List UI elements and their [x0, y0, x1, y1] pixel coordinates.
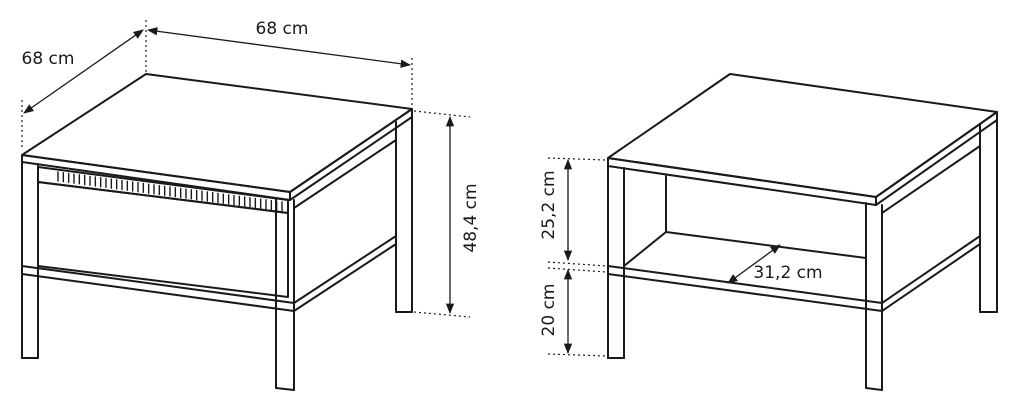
leg-height-label: 20 cm [539, 284, 559, 337]
left-front-right-leg-foot [275, 387, 295, 391]
shelf-height-extension-top [547, 157, 607, 161]
right-front-right-leg-foot [865, 387, 883, 391]
right-side-rail-bottom [881, 243, 981, 312]
left-side-rail-top [293, 235, 397, 304]
right-table-top-side-edge [875, 111, 998, 206]
left-table-top [21, 73, 413, 193]
nightstand-with-drawer [21, 73, 413, 391]
left-side-rail-bottom [293, 243, 397, 312]
leg-height-extension-bottom [547, 353, 607, 357]
left-side-top-rail [293, 139, 397, 209]
leg-height-extension-top [547, 267, 607, 273]
drawer-fluted-pattern [57, 171, 283, 212]
shelf-front-rail [607, 265, 883, 312]
right-table-top-front-edge [607, 157, 877, 206]
height-label: 48,4 cm [461, 183, 481, 252]
right-side-rail-top [881, 235, 981, 304]
shelf-height-label: 25,2 cm [539, 170, 559, 239]
shelf-depth-dimension-arrow [727, 244, 781, 284]
width-label: 68 cm [256, 19, 309, 39]
shelf-left-edge [623, 231, 667, 267]
nightstand-open-shelf [607, 73, 998, 391]
left-table-top-front-edge [21, 154, 291, 201]
shelf-depth-label: 31,2 cm [753, 263, 822, 283]
height-extension-line-bottom [413, 311, 471, 318]
height-extension-line-top [413, 110, 471, 118]
right-side-top-rail [881, 145, 981, 214]
width-dimension-arrow [146, 27, 412, 68]
left-bottom-rail [21, 265, 295, 312]
depth-label: 68 cm [22, 49, 75, 69]
drawer-top-band [37, 166, 289, 214]
left-table-top-side-edge [289, 108, 413, 201]
depth-dimension-arrow [23, 29, 144, 114]
shelf-height-extension-mid [547, 261, 607, 267]
shelf-back-edge [665, 231, 867, 259]
